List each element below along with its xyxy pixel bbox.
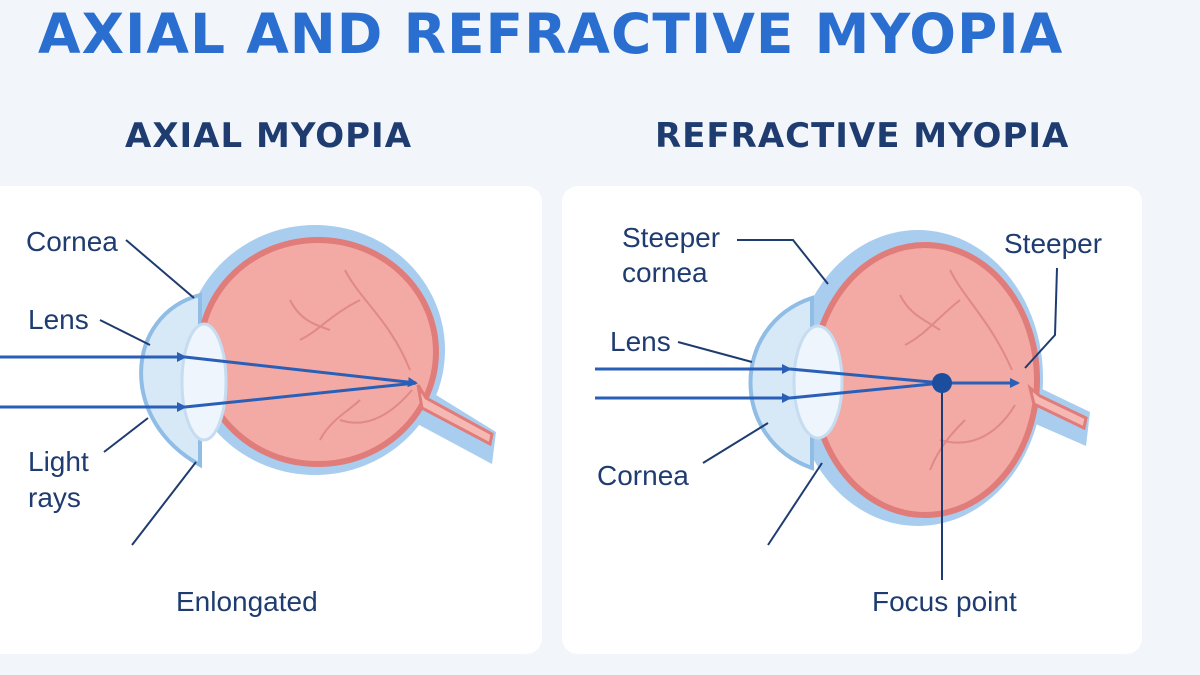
axial-cornea-pointer <box>125 239 195 299</box>
steeper-label: Steeper <box>1004 228 1103 259</box>
axial-optic-nerve <box>416 384 494 447</box>
refractive-caption: Focus point <box>872 586 1017 617</box>
steeper-pointer <box>1024 267 1058 369</box>
refractive-refracted-ray-bottom <box>789 381 943 400</box>
steeper-cornea-label-line2: cornea <box>622 257 708 288</box>
axial-light-rays-label-line1: Light <box>28 446 89 477</box>
refractive-myopia-heading: REFRACTIVE MYOPIA <box>655 116 1070 156</box>
refractive-refracted-ray-top <box>789 367 943 385</box>
axial-myopia-heading: AXIAL MYOPIA <box>125 116 413 156</box>
axial-eyeball-pointer <box>131 461 197 546</box>
refractive-lens-pointer <box>677 341 753 363</box>
refractive-cornea-label: Cornea <box>597 460 689 491</box>
steeper-cornea-pointer <box>737 239 829 285</box>
refractive-lens-label: Lens <box>610 326 671 357</box>
axial-caption: Enlongated <box>176 586 318 617</box>
axial-light-rays-label-line2: rays <box>28 482 81 513</box>
axial-lens-label: Lens <box>28 304 89 335</box>
axial-refracted-ray-bottom <box>184 381 417 409</box>
refractive-vessels <box>899 269 1016 471</box>
refractive-eyeball-pointer <box>767 462 823 546</box>
axial-eyeball <box>197 237 439 467</box>
axial-refracted-ray-top <box>184 355 418 388</box>
axial-cornea-outline <box>139 292 202 469</box>
refractive-eye <box>595 230 1090 580</box>
page-title: AXIAL AND REFRACTIVE MYOPIA <box>38 2 1064 66</box>
axial-light-rays-pointer <box>103 417 149 453</box>
axial-lens-pointer <box>99 319 151 346</box>
axial-cornea-label: Cornea <box>26 226 118 257</box>
refractive-cornea-pointer <box>702 422 769 464</box>
refractive-optic-nerve <box>1027 384 1088 431</box>
focus-point-dot <box>932 373 952 393</box>
steeper-cornea-label-line1: Steeper <box>622 222 721 253</box>
axial-lens <box>180 322 228 442</box>
refractive-lens <box>792 324 844 440</box>
refractive-cornea-outline <box>748 295 814 471</box>
axial-eye <box>0 225 496 546</box>
axial-vessels <box>289 269 413 441</box>
